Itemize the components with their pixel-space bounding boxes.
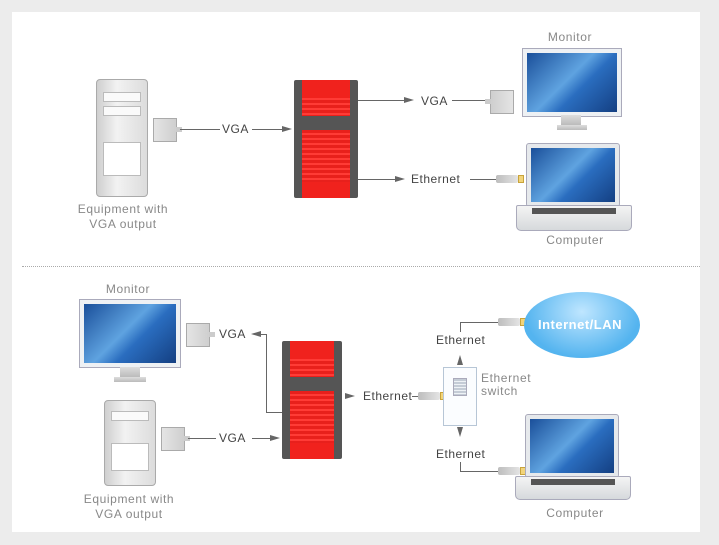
bottom-computer-caption: Computer: [546, 506, 604, 520]
ethernet-connector-icon: [498, 318, 526, 326]
bottom-source-vga-label: VGA: [219, 431, 246, 445]
ethernet-switch-icon: [443, 367, 477, 426]
vga-connector-icon: [186, 323, 215, 347]
top-out-ethernet-label: Ethernet: [411, 172, 461, 186]
top-source-vga-label: VGA: [222, 122, 249, 136]
vga-connector-icon: [490, 90, 514, 114]
red-capture-device: [294, 80, 358, 198]
switch-caption: Ethernet switch: [481, 371, 532, 398]
bottom-monitor-vga-label: VGA: [219, 327, 246, 341]
switch-up-ethernet-label: Ethernet: [436, 333, 486, 347]
section-divider: [22, 266, 700, 267]
internet-lan-cloud-icon: [524, 292, 640, 358]
vga-connector-icon: [161, 427, 190, 451]
vga-connector-icon: [153, 118, 182, 142]
laptop-icon: [525, 414, 619, 478]
switch-down-ethernet-label: Ethernet: [436, 447, 486, 461]
cloud-label: Internet/LAN: [538, 317, 622, 332]
vga-equipment-tower: [104, 400, 156, 486]
laptop-icon: [526, 143, 620, 207]
bottom-equipment-caption: Equipment with VGA output: [83, 492, 175, 521]
monitor-icon: [522, 48, 622, 117]
ethernet-connector-icon: [496, 175, 524, 183]
top-monitor-caption: Monitor: [547, 30, 593, 44]
bottom-device-ethernet-label: Ethernet: [363, 389, 413, 403]
ethernet-connector-icon: [498, 467, 526, 475]
red-capture-device: [282, 341, 342, 459]
top-computer-caption: Computer: [546, 233, 604, 247]
vga-equipment-tower: [96, 79, 148, 197]
ethernet-connector-icon: [418, 392, 446, 400]
top-equipment-caption: Equipment with VGA output: [77, 202, 169, 231]
bottom-monitor-caption: Monitor: [105, 282, 151, 296]
top-out-vga-label: VGA: [421, 94, 448, 108]
monitor-icon: [79, 299, 181, 368]
